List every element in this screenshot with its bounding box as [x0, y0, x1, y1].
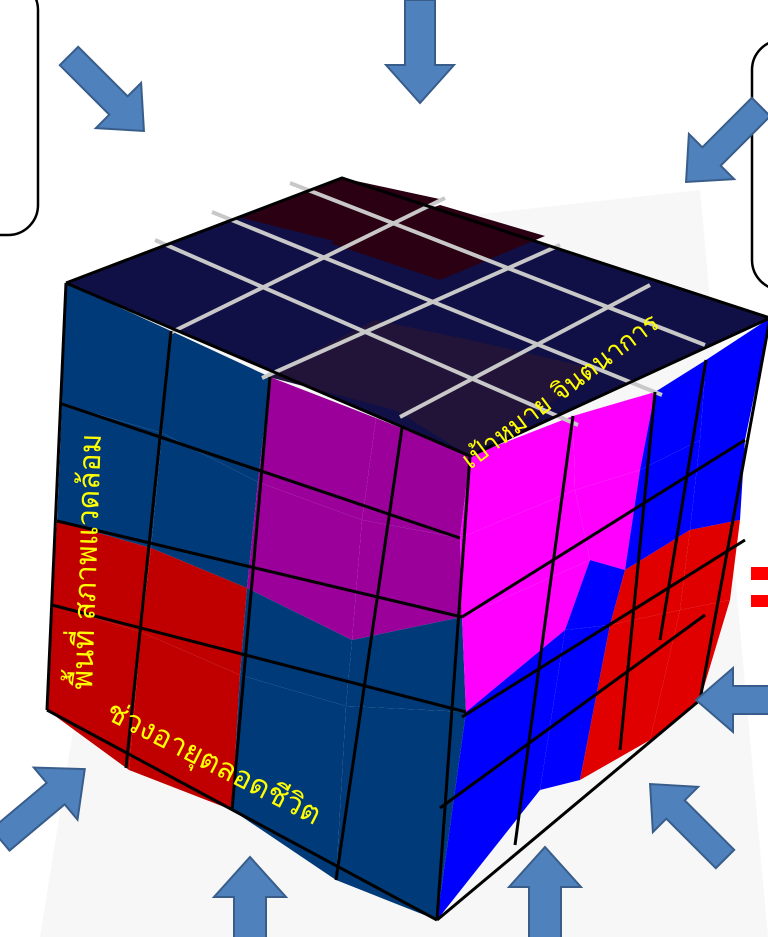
arrow-bottom-right-icon	[506, 845, 584, 937]
left-face-cell	[47, 605, 141, 770]
left-face-cell	[247, 482, 362, 640]
cube-grid-lines	[45, 176, 768, 922]
left-face-cell	[62, 283, 171, 433]
arrow-bottom-center-icon	[211, 855, 289, 937]
left-face-cell	[129, 632, 240, 810]
arrow-bottom-left-icon	[0, 766, 86, 852]
top-face-cell-dark	[265, 320, 470, 410]
right-face-cell	[690, 440, 745, 530]
right-face-cell	[640, 360, 706, 470]
right-face-cell	[462, 560, 590, 712]
left-face-cell	[52, 521, 151, 632]
right-face-cell	[610, 530, 690, 625]
right-face-cell	[573, 392, 655, 490]
arrow-right-middle-icon	[694, 665, 768, 735]
right-face-cell	[460, 416, 575, 538]
arrow-top-left-icon	[58, 45, 146, 133]
left-face-cell	[258, 377, 376, 520]
top-face-base	[66, 178, 768, 456]
accent-mark-1	[751, 567, 768, 580]
right-face-cell	[625, 440, 700, 570]
right-face-cell	[700, 319, 768, 440]
left-face-cell	[336, 706, 466, 920]
right-face-cell	[650, 600, 730, 740]
left-face-cell	[141, 548, 247, 675]
arrow-top-center-icon	[383, 0, 457, 105]
left-face-cell	[57, 404, 162, 548]
right-face-cell	[680, 520, 740, 610]
left-face-cell	[232, 675, 346, 880]
right-face-cell	[540, 625, 610, 790]
arrow-top-right-icon	[684, 96, 768, 184]
text-box-right	[750, 42, 768, 288]
accent-mark-2	[751, 595, 768, 607]
text-box-left	[0, 0, 40, 237]
left-face-cell	[162, 331, 270, 482]
right-face-cell	[565, 560, 625, 630]
arrow-right-lower-icon	[648, 782, 736, 870]
right-face-cell	[575, 470, 640, 570]
